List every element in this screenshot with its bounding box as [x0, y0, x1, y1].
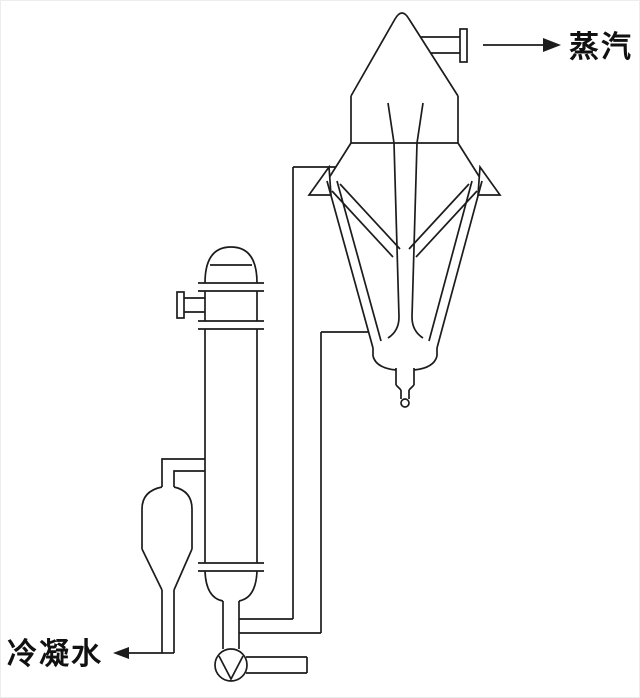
- right-arrow-icon: [543, 38, 561, 52]
- receiver-shoulder-left: [141, 486, 163, 510]
- separator-top-cone: [350, 12, 459, 97]
- separator-cone-inner-wall-right: [428, 180, 473, 342]
- separator-baffle-left-a: [331, 190, 394, 258]
- heater-side-nozzle-flange: [176, 291, 185, 319]
- steam-outlet-nozzle: [421, 28, 468, 63]
- diagram-linework: [129, 12, 543, 682]
- separator-center-tube-right: [411, 142, 418, 318]
- pump-impeller-symbol: [218, 655, 244, 681]
- separator-shoulder-left: [326, 142, 352, 182]
- steam-label: 蒸汽: [569, 31, 633, 64]
- separator-cone-wall-left: [326, 180, 374, 349]
- separator-drip-tip: [400, 398, 410, 408]
- separator-lug-left: [307, 164, 332, 196]
- circulation-pump: [214, 601, 308, 682]
- separator-cone-inner-wall-left: [336, 180, 382, 342]
- receiver-inlet-pipe-inner: [173, 470, 205, 487]
- condensate-label: 冷凝水: [7, 638, 103, 671]
- separator-baffle-right-a: [415, 190, 478, 258]
- receiver-taper-right: [173, 548, 193, 591]
- heater-column: [176, 246, 264, 602]
- separator-center-tube-bell-right: [411, 316, 424, 339]
- separator-lug-right: [477, 164, 502, 196]
- circulation-piping: [239, 166, 369, 634]
- separator-center-tube-left: [393, 142, 400, 318]
- left-arrow-icon: [113, 647, 129, 659]
- separator-center-tube-bell-left: [387, 316, 400, 339]
- condensate-receiver: [141, 458, 205, 654]
- separator-outlet-reducer-right: [408, 384, 415, 391]
- separator-cone-wall-right: [436, 180, 483, 349]
- separator-center-tube-mouth-left: [387, 102, 395, 144]
- steam-nozzle-flange: [459, 28, 468, 63]
- receiver-shoulder-right: [173, 486, 193, 510]
- separator-baffle-left-b: [339, 183, 401, 250]
- separator-shoulder-right: [457, 142, 483, 182]
- heater-bottom-head-right: [238, 570, 258, 602]
- flow-arrows: [129, 44, 543, 654]
- receiver-inlet-pipe-outer: [161, 458, 205, 487]
- pump-body: [214, 648, 248, 682]
- separator-baffle-right-b: [408, 183, 470, 250]
- heater-bottom-head-left: [204, 570, 224, 602]
- separator-dish-right: [413, 355, 438, 371]
- heater-top-dome: [204, 246, 258, 284]
- separator-dish-left: [372, 355, 397, 371]
- separator-center-tube-mouth-right: [416, 102, 424, 144]
- receiver-taper-left: [141, 548, 163, 591]
- separator-vessel: [307, 12, 502, 408]
- separator-outlet-reducer-left: [395, 384, 402, 391]
